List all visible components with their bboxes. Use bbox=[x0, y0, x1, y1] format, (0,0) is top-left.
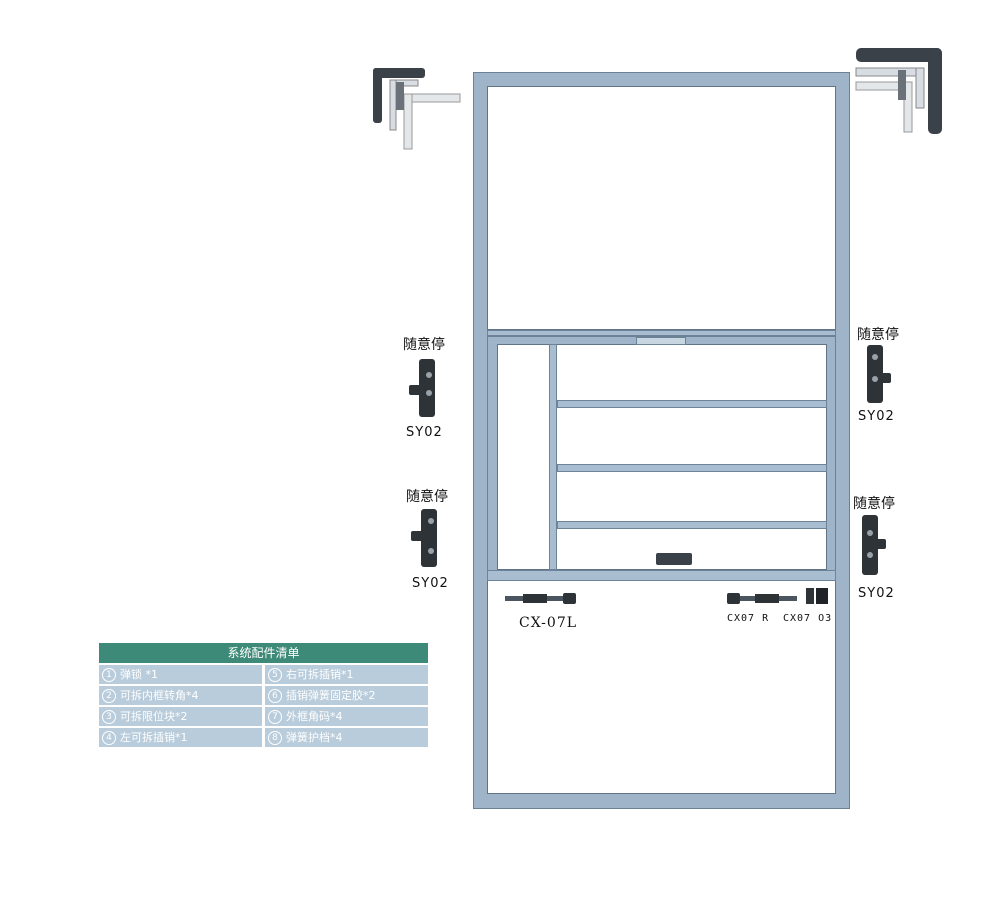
item-text: 左可拆插销*1 bbox=[120, 731, 188, 744]
stop-hinge-icon bbox=[409, 359, 435, 417]
part-code: CX-07L bbox=[519, 615, 578, 631]
sash-opening bbox=[497, 344, 827, 570]
left-bolt-icon bbox=[505, 593, 576, 604]
table-title: 系统配件清单 bbox=[99, 643, 428, 663]
top-pane bbox=[487, 86, 836, 330]
table-cell: 1 弹锁 *1 bbox=[99, 665, 262, 684]
bottom-pane bbox=[487, 581, 836, 794]
stop-hinge-icon bbox=[411, 509, 437, 567]
stop-hinge-icon bbox=[867, 345, 891, 403]
item-number: 5 bbox=[268, 668, 282, 682]
spring-latch-icon bbox=[656, 553, 692, 565]
table-row: 4 左可拆插销*1 8 弹簧护档*4 bbox=[99, 728, 428, 747]
item-number: 3 bbox=[102, 710, 116, 724]
corner-bracket-left-icon bbox=[373, 68, 461, 150]
table-cell: 5 右可拆插销*1 bbox=[265, 665, 428, 684]
table-row: 1 弹锁 *1 5 右可拆插销*1 bbox=[99, 665, 428, 684]
table-cell: 4 左可拆插销*1 bbox=[99, 728, 262, 747]
part-code: SY02 bbox=[412, 576, 449, 591]
sash-vertical-bar bbox=[549, 344, 557, 570]
item-text: 弹簧护档*4 bbox=[286, 731, 343, 744]
item-number: 2 bbox=[102, 689, 116, 703]
table-cell: 3 可拆限位块*2 bbox=[99, 707, 262, 726]
table-cell: 7 外框角码*4 bbox=[265, 707, 428, 726]
stop-label: 随意停 bbox=[857, 327, 899, 343]
item-text: 弹锁 *1 bbox=[120, 668, 158, 681]
stop-label: 随意停 bbox=[853, 496, 895, 512]
sash-top-lock bbox=[636, 337, 686, 345]
item-text: 外框角码*4 bbox=[286, 710, 343, 723]
table-row: 2 可拆内框转角*4 6 插销弹簧固定胶*2 bbox=[99, 686, 428, 705]
right-bolt-icon bbox=[727, 593, 797, 604]
transom-rail bbox=[487, 330, 836, 336]
item-number: 8 bbox=[268, 731, 282, 745]
item-text: 可拆限位块*2 bbox=[120, 710, 188, 723]
item-number: 1 bbox=[102, 668, 116, 682]
table-cell: 8 弹簧护档*4 bbox=[265, 728, 428, 747]
part-code: SY02 bbox=[858, 586, 895, 601]
spring-glue-icon bbox=[806, 588, 828, 604]
stop-label: 随意停 bbox=[403, 337, 445, 353]
item-text: 插销弹簧固定胶*2 bbox=[286, 689, 376, 702]
item-number: 7 bbox=[268, 710, 282, 724]
sash-horizontal-bar bbox=[557, 521, 827, 529]
part-code: CX07 R bbox=[727, 613, 770, 624]
table-row: 3 可拆限位块*2 7 外框角码*4 bbox=[99, 707, 428, 726]
corner-bracket-right-icon bbox=[855, 48, 942, 134]
item-text: 右可拆插销*1 bbox=[286, 668, 354, 681]
item-number: 4 bbox=[102, 731, 116, 745]
table-cell: 6 插销弹簧固定胶*2 bbox=[265, 686, 428, 705]
part-code: CX07 O3 bbox=[783, 613, 833, 624]
part-code: SY02 bbox=[406, 425, 443, 440]
item-number: 6 bbox=[268, 689, 282, 703]
part-code: SY02 bbox=[858, 409, 895, 424]
stop-label: 随意停 bbox=[406, 489, 448, 505]
sash-bottom-rail bbox=[487, 570, 836, 581]
stop-hinge-icon bbox=[862, 515, 886, 575]
table-cell: 2 可拆内框转角*4 bbox=[99, 686, 262, 705]
item-text: 可拆内框转角*4 bbox=[120, 689, 199, 702]
sash-horizontal-bar bbox=[557, 464, 827, 472]
parts-list-table: 系统配件清单 1 弹锁 *1 5 右可拆插销*1 2 可拆内框转角*4 6 插销弹簧固定… bbox=[99, 643, 428, 747]
sash-horizontal-bar bbox=[557, 400, 827, 408]
